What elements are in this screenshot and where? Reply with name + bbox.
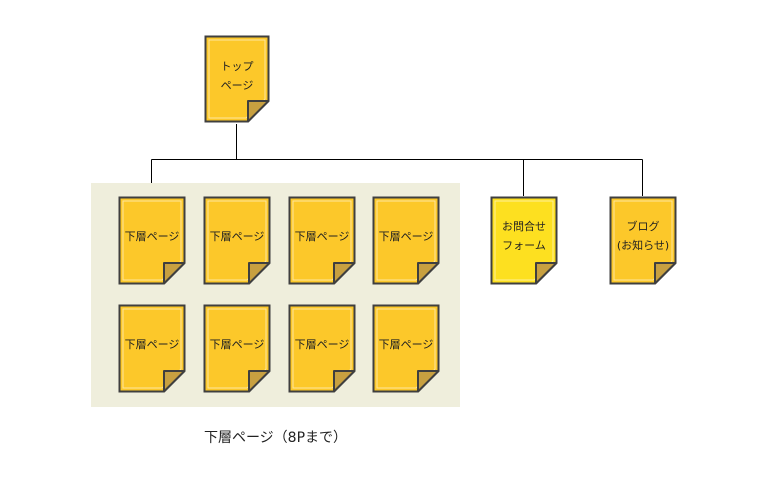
lower-page-label: 下層ページ [294,337,350,351]
lower-page-node: 下層ページ [372,304,440,393]
lower-page-node: 下層ページ [203,304,271,393]
group-caption: 下層ページ（8Pまで） [203,430,348,446]
lower-page-node: 下層ページ [288,304,356,393]
lower-page-node: 下層ページ [288,196,356,285]
lower-page-node: 下層ページ [372,196,440,285]
lower-page-label: 下層ページ [209,337,265,351]
lower-page-label: 下層ページ [378,337,434,351]
top-page-label: トップ ページ [220,60,254,92]
top-page-node: トップ ページ [204,35,270,123]
lower-page-node: 下層ページ [203,196,271,285]
lower-page-label: 下層ページ [378,229,434,243]
lower-page-label: 下層ページ [294,229,350,243]
lower-page-label: 下層ページ [209,229,265,243]
blog-label: ブログ (お知らせ) [616,220,670,252]
contact-form-node: お問合せ フォーム [490,196,558,285]
lower-page-label: 下層ページ [124,337,180,351]
lower-page-node: 下層ページ [118,196,186,285]
lower-page-node: 下層ページ [118,304,186,393]
blog-node: ブログ (お知らせ) [609,196,677,285]
contact-form-label: お問合せ フォーム [502,220,546,252]
lower-page-label: 下層ページ [124,229,180,243]
